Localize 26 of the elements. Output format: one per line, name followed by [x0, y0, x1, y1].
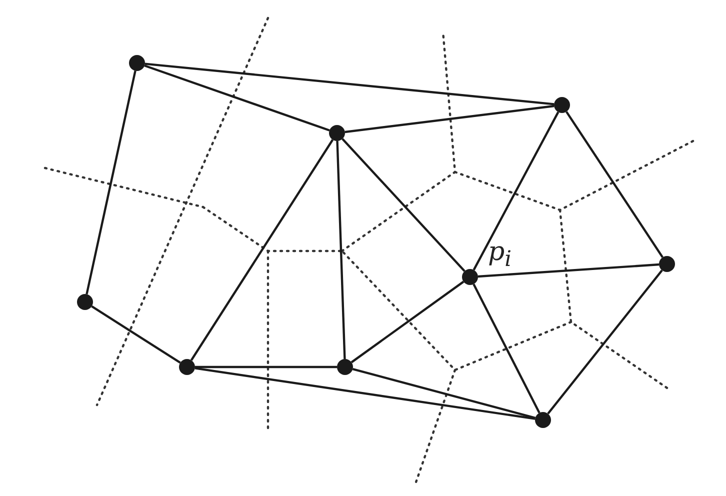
triangulation-edge [344, 104, 554, 134]
triangulation-edge [478, 263, 660, 278]
point-marker [179, 359, 195, 375]
triangulation-edge [342, 138, 466, 272]
point-marker [329, 125, 345, 141]
triangulation-edge [144, 62, 554, 106]
point-marker [554, 97, 570, 113]
triangulation-edge [566, 111, 664, 258]
point-marker [129, 55, 145, 71]
triangulation-edge [144, 64, 330, 132]
triangulation-edge [472, 112, 560, 270]
point-marker [77, 294, 93, 310]
triangulation-edge [472, 284, 540, 414]
point-label: p$_{i}$ [488, 239, 512, 271]
triangulation-edge [91, 305, 181, 364]
triangulation-edge [190, 139, 334, 361]
triangulation-edge [350, 280, 464, 364]
point-marker [659, 256, 675, 272]
point-marker [337, 359, 353, 375]
triangulation-edge [86, 70, 136, 294]
triangulation-edge [336, 140, 346, 360]
triangulation-edge [195, 366, 337, 368]
triangulation-edge [194, 367, 536, 420]
triangulation-edge [547, 270, 663, 414]
triangulation-edge [352, 368, 536, 419]
point-marker [535, 412, 551, 428]
